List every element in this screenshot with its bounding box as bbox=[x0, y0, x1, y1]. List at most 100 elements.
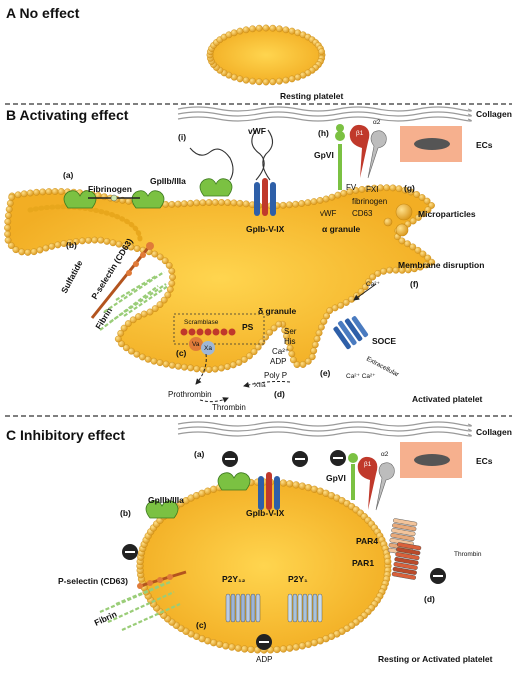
lipid-bead bbox=[122, 344, 130, 352]
tm-helix bbox=[396, 547, 421, 556]
prothrombin-label: Prothrombin bbox=[168, 390, 212, 399]
gpvi-receptor-c bbox=[348, 453, 358, 500]
lipid-bead bbox=[235, 359, 243, 366]
lipid-bead bbox=[326, 307, 334, 314]
lipid-bead bbox=[316, 196, 324, 204]
lipid-bead bbox=[199, 199, 207, 207]
ec-nucleus-c bbox=[414, 454, 450, 466]
inner-membrane-loop bbox=[27, 204, 143, 243]
lipid-bead bbox=[269, 24, 277, 32]
tag-b-g: (g) bbox=[404, 183, 415, 193]
va-label: Va bbox=[192, 341, 200, 348]
lipid-bead bbox=[419, 250, 427, 258]
integrin-a2b1-c bbox=[357, 456, 395, 511]
lipid-bead bbox=[160, 296, 168, 304]
tm-helix bbox=[225, 593, 231, 623]
lipid-bead bbox=[313, 335, 321, 343]
lipid-bead bbox=[292, 481, 300, 489]
tm-helix bbox=[393, 562, 418, 570]
lipid-bead bbox=[8, 193, 16, 201]
fibrin-strand bbox=[99, 285, 159, 331]
fibrin-strand bbox=[109, 283, 167, 323]
tm-helix bbox=[230, 593, 236, 623]
b1-label-c: β1 bbox=[364, 461, 372, 468]
lipid-bead bbox=[414, 246, 422, 254]
lipid-bead bbox=[129, 316, 137, 324]
fibrin-strand bbox=[107, 590, 175, 624]
lipid-bead bbox=[168, 361, 176, 369]
lipid-bead bbox=[205, 366, 213, 373]
ser-label: Ser bbox=[284, 327, 297, 336]
lipid-bead bbox=[210, 485, 218, 493]
lipid-bead bbox=[168, 279, 176, 287]
lipid-bead bbox=[241, 645, 249, 653]
lipid-bead bbox=[310, 347, 318, 355]
lipid-bead bbox=[217, 364, 225, 372]
collagen-fibers-c bbox=[177, 421, 472, 437]
lipid-bead bbox=[409, 243, 417, 251]
p2y1-receptor bbox=[287, 593, 323, 623]
lipid-bead bbox=[395, 185, 403, 193]
lipid-bead bbox=[288, 27, 296, 35]
lipid-bead bbox=[318, 48, 325, 56]
lipid-bead bbox=[383, 184, 391, 192]
lipid-bead bbox=[337, 301, 345, 309]
tm-helix bbox=[391, 571, 416, 580]
lipid-bead bbox=[193, 199, 201, 207]
p-selectin-label-c: P-selectin (CD63) bbox=[58, 576, 128, 586]
lipid-bead bbox=[6, 199, 14, 207]
fibrin-strand bbox=[121, 602, 181, 632]
gpiib-iiia-receptor-pair-b bbox=[63, 190, 165, 209]
ps-label: PS bbox=[242, 322, 254, 332]
lipid-bead bbox=[138, 353, 146, 361]
lipid-bead bbox=[315, 329, 323, 337]
collagen-label-c: Collagen bbox=[476, 427, 512, 437]
ca-influx-arrow bbox=[353, 283, 377, 301]
xa-label: Xa bbox=[204, 345, 212, 352]
scramblase-label: Scramblase bbox=[184, 319, 219, 326]
resting-platelet-label: Resting platelet bbox=[280, 91, 343, 101]
tm-helix bbox=[391, 528, 416, 537]
lipid-bead bbox=[389, 184, 397, 192]
tag-b-d: (d) bbox=[274, 389, 285, 399]
par1-label: PAR1 bbox=[352, 558, 374, 568]
lipid-bead bbox=[4, 218, 12, 226]
lipid-bead bbox=[310, 198, 318, 206]
lipid-bead bbox=[262, 78, 270, 86]
lipid-bead bbox=[236, 75, 244, 83]
lipid-bead bbox=[308, 353, 316, 361]
resting-platelet-shape bbox=[210, 28, 322, 82]
inhibitor-gpib bbox=[292, 451, 308, 467]
lipid-bead bbox=[282, 26, 290, 34]
lipid-bead bbox=[275, 77, 283, 85]
collagen-fibers-b bbox=[177, 106, 472, 122]
gpvi-receptor-b bbox=[335, 124, 345, 190]
lipid-bead bbox=[424, 206, 432, 214]
lipid-bead bbox=[135, 313, 142, 320]
lipid-bead bbox=[384, 557, 392, 566]
lipid-bead bbox=[166, 285, 174, 293]
lipid-bead bbox=[286, 644, 294, 652]
ecs-label-c: ECs bbox=[476, 456, 493, 466]
lipid-bead bbox=[168, 267, 176, 275]
lipid-bead bbox=[298, 200, 306, 207]
section-c: C Inhibitory effect Collagen ECs GpIIb/I… bbox=[6, 421, 512, 664]
lipid-bead bbox=[279, 201, 287, 209]
lipid-bead bbox=[156, 359, 164, 367]
lipid-bead bbox=[286, 480, 294, 488]
gpiib-iiia-label-c: GpIIb/IIIa bbox=[148, 495, 184, 505]
lipid-bead bbox=[310, 639, 319, 647]
lipid-bead bbox=[174, 200, 182, 208]
lipid-bead bbox=[288, 350, 296, 358]
lipid-bead bbox=[298, 642, 306, 650]
lipid-bead bbox=[133, 350, 141, 358]
poly-p-label: Poly P bbox=[264, 371, 287, 380]
lipid-bead bbox=[236, 27, 244, 35]
gpiib-iiia-icon-c1 bbox=[217, 472, 251, 491]
lipid-bead bbox=[4, 236, 12, 244]
lipid-bead bbox=[51, 188, 59, 195]
tm-helix bbox=[240, 593, 246, 623]
tm-helix bbox=[292, 593, 298, 623]
lipid-bead bbox=[180, 200, 188, 208]
activated-platelet-body bbox=[7, 187, 432, 370]
